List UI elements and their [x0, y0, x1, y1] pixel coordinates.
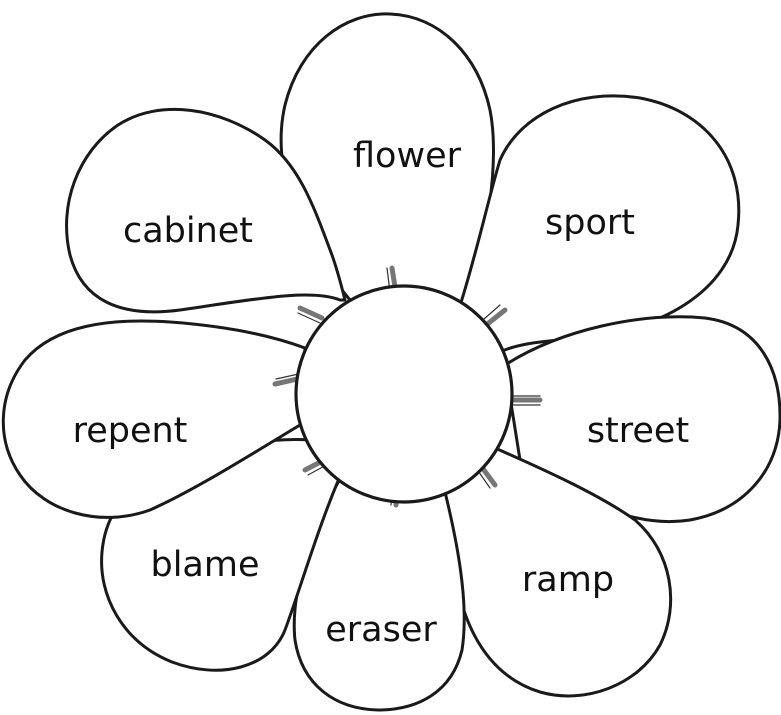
word-sport: sport	[545, 203, 635, 243]
word-flower: flower	[353, 136, 462, 176]
word-cabinet: cabinet	[123, 211, 253, 251]
word-ramp: ramp	[522, 560, 614, 600]
flower-center	[296, 286, 512, 502]
stamen-top-left	[298, 308, 322, 323]
word-street: street	[587, 411, 689, 451]
word-blame: blame	[150, 545, 259, 585]
word-repent: repent	[73, 411, 188, 451]
word-eraser: eraser	[325, 610, 437, 650]
